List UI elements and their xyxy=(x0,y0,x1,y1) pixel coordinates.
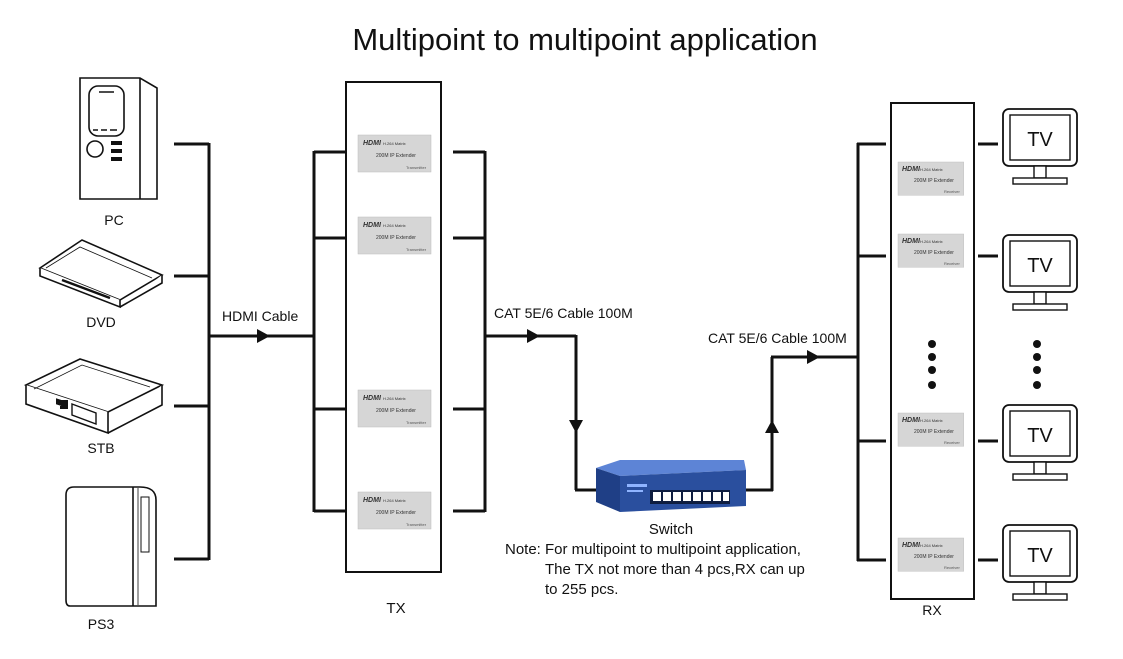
svg-text:200M IP Extender: 200M IP Extender xyxy=(914,554,954,560)
pc-tower-icon xyxy=(79,77,158,200)
ellipsis-dots-rx xyxy=(928,340,936,389)
hdmi-cable-label: HDMI Cable xyxy=(222,308,298,324)
svg-text:200M IP Extender: 200M IP Extender xyxy=(914,250,954,256)
diagram-title: Multipoint to multipoint application xyxy=(352,22,817,57)
tv-links xyxy=(978,142,998,562)
cat-arrow-right-icon xyxy=(807,350,820,364)
svg-text:Receiver: Receiver xyxy=(944,261,960,266)
svg-text:H.264 Matrix: H.264 Matrix xyxy=(920,543,943,548)
svg-text:200M IP Extender: 200M IP Extender xyxy=(376,408,416,414)
svg-text:HDMI: HDMI xyxy=(902,166,921,173)
rx-unit: HDMI H.264 Matrix 200M IP Extender Recei… xyxy=(897,233,964,268)
tx-unit: HDMI H.264 Matrix 200M IP Extender Trans… xyxy=(357,134,432,173)
svg-text:200M IP Extender: 200M IP Extender xyxy=(914,429,954,435)
svg-text:H.264 Matrix: H.264 Matrix xyxy=(383,498,406,503)
svg-text:H.264 Matrix: H.264 Matrix xyxy=(920,418,943,423)
rx-unit: HDMI H.264 Matrix 200M IP Extender Recei… xyxy=(897,537,964,572)
cat-cable-label-rx: CAT 5E/6 Cable 100M xyxy=(708,330,847,346)
source-bus xyxy=(174,142,314,561)
tx-unit: HDMI H.264 Matrix 200M IP Extender Trans… xyxy=(357,216,432,255)
svg-text:200M IP Extender: 200M IP Extender xyxy=(376,235,416,241)
note-line-3: to 255 pcs. xyxy=(545,581,618,598)
tx-label: TX xyxy=(386,600,405,617)
svg-text:Receiver: Receiver xyxy=(944,189,960,194)
tv-icon: TV xyxy=(1002,234,1078,311)
set-top-box-icon xyxy=(23,358,165,435)
cat-arrow-down-icon xyxy=(569,420,583,433)
svg-text:200M IP Extender: 200M IP Extender xyxy=(914,178,954,184)
svg-text:H.264 Matrix: H.264 Matrix xyxy=(383,396,406,401)
svg-text:HDMI: HDMI xyxy=(363,222,382,229)
svg-text:Transmitter: Transmitter xyxy=(406,165,427,170)
rx-unit: HDMI H.264 Matrix 200M IP Extender Recei… xyxy=(897,161,964,196)
source-label-stb: STB xyxy=(87,440,114,456)
svg-text:H.264 Matrix: H.264 Matrix xyxy=(920,239,943,244)
svg-text:Receiver: Receiver xyxy=(944,440,960,445)
svg-text:Transmitter: Transmitter xyxy=(406,522,427,527)
svg-text:HDMI: HDMI xyxy=(363,140,382,147)
source-label-pc: PC xyxy=(104,212,123,228)
svg-text:Receiver: Receiver xyxy=(944,565,960,570)
svg-text:Transmitter: Transmitter xyxy=(406,420,427,425)
svg-text:200M IP Extender: 200M IP Extender xyxy=(376,153,416,159)
svg-text:TV: TV xyxy=(1027,129,1053,151)
svg-text:HDMI: HDMI xyxy=(363,395,382,402)
source-label-dvd: DVD xyxy=(86,314,116,330)
svg-text:HDMI: HDMI xyxy=(902,417,921,424)
rx-unit: HDMI H.264 Matrix 200M IP Extender Recei… xyxy=(897,412,964,447)
svg-text:Transmitter: Transmitter xyxy=(406,247,427,252)
svg-text:200M IP Extender: 200M IP Extender xyxy=(376,510,416,516)
svg-text:HDMI: HDMI xyxy=(902,542,921,549)
rx-label: RX xyxy=(922,602,942,618)
svg-text:H.264 Matrix: H.264 Matrix xyxy=(920,167,943,172)
ellipsis-dots-tv xyxy=(1033,340,1041,389)
cat-arrow-right-icon xyxy=(527,329,540,343)
svg-text:HDMI: HDMI xyxy=(902,238,921,245)
hdmi-arrow-icon xyxy=(257,329,270,343)
tx-input-bus xyxy=(312,150,346,513)
tx-unit: HDMI H.264 Matrix 200M IP Extender Trans… xyxy=(357,389,432,428)
cat-arrow-up-icon xyxy=(765,420,779,433)
tx-output-bus xyxy=(453,150,596,513)
svg-text:TV: TV xyxy=(1027,255,1053,277)
note-line-1: Note: For multipoint to multipoint appli… xyxy=(505,541,801,558)
rx-input-bus xyxy=(746,142,886,562)
svg-text:H.264 Matrix: H.264 Matrix xyxy=(383,141,406,146)
dvd-player-icon xyxy=(38,239,164,309)
ps3-console-icon xyxy=(65,486,157,607)
tv-icon: TV xyxy=(1002,108,1078,185)
note-line-2: The TX not more than 4 pcs,RX can up xyxy=(545,561,805,578)
svg-text:H.264 Matrix: H.264 Matrix xyxy=(383,223,406,228)
cat-cable-label-tx: CAT 5E/6 Cable 100M xyxy=(494,305,633,321)
tv-icon: TV xyxy=(1002,404,1078,481)
tx-unit: HDMI H.264 Matrix 200M IP Extender Trans… xyxy=(357,491,432,530)
source-label-ps3: PS3 xyxy=(88,616,115,632)
svg-text:HDMI: HDMI xyxy=(363,497,382,504)
switch-label: Switch xyxy=(649,521,693,538)
network-switch-icon xyxy=(596,460,746,512)
svg-text:TV: TV xyxy=(1027,425,1053,447)
tv-icon: TV xyxy=(1002,524,1078,601)
svg-text:TV: TV xyxy=(1027,545,1053,567)
